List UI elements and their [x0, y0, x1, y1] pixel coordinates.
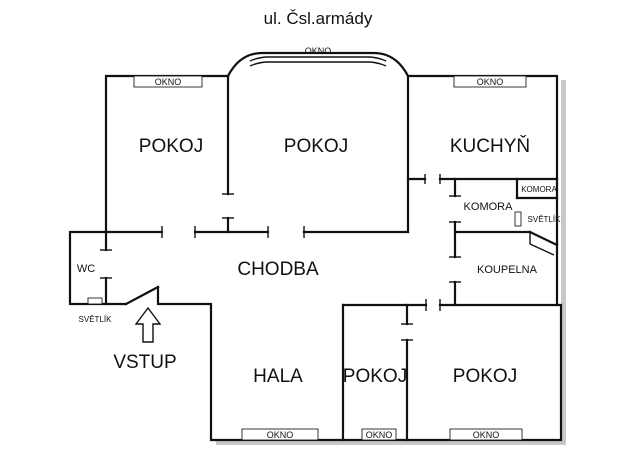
window-top-bay: OKNO	[305, 46, 332, 56]
outer-walls	[68, 51, 563, 442]
room-label-chodba: CHODBA	[237, 259, 319, 280]
room-label-wc: WC	[77, 263, 95, 275]
svetlik-right-box	[514, 211, 522, 227]
room-label-hala: HALA	[253, 366, 303, 387]
svg-text:OKNO: OKNO	[155, 77, 182, 87]
room-label-koupelna: KOUPELNA	[477, 264, 538, 276]
bay-window	[249, 56, 387, 67]
room-label-svetlik-right: SVĚTLÍK	[528, 215, 562, 224]
street-title: ul. Čsl.armády	[264, 9, 373, 28]
room-label-komora: KOMORA	[464, 201, 514, 213]
interior-walls	[100, 74, 559, 442]
svg-text:OKNO: OKNO	[305, 46, 332, 56]
entrance-label-vstup: VSTUP	[113, 352, 176, 373]
svg-text:OKNO: OKNO	[473, 430, 500, 440]
room-label-pokoj-right: POKOJ	[453, 366, 517, 387]
entrance-arrow-icon	[134, 306, 162, 343]
window-top-right: OKNO	[453, 75, 527, 88]
window-top-left: OKNO	[133, 75, 203, 88]
window-bottom-small: OKNO	[361, 428, 397, 441]
room-label-svetlik-left: SVĚTLÍK	[79, 315, 113, 324]
window-bottom-right: OKNO	[449, 428, 523, 441]
window-bottom-hala: OKNO	[241, 428, 319, 441]
svg-text:OKNO: OKNO	[366, 430, 393, 440]
room-label-pokoj-small: POKOJ	[343, 366, 407, 387]
room-label-pokoj-center: POKOJ	[284, 136, 348, 157]
svetlik-left-box	[87, 297, 103, 305]
room-label-komora-small: KOMORA	[521, 185, 557, 194]
room-label-kuchyn: KUCHYŇ	[450, 135, 530, 157]
svg-text:OKNO: OKNO	[477, 77, 504, 87]
plan-shadow	[216, 80, 566, 445]
entrance-door	[124, 285, 160, 306]
room-label-pokoj-left: POKOJ	[139, 136, 203, 157]
svg-text:OKNO: OKNO	[267, 430, 294, 440]
